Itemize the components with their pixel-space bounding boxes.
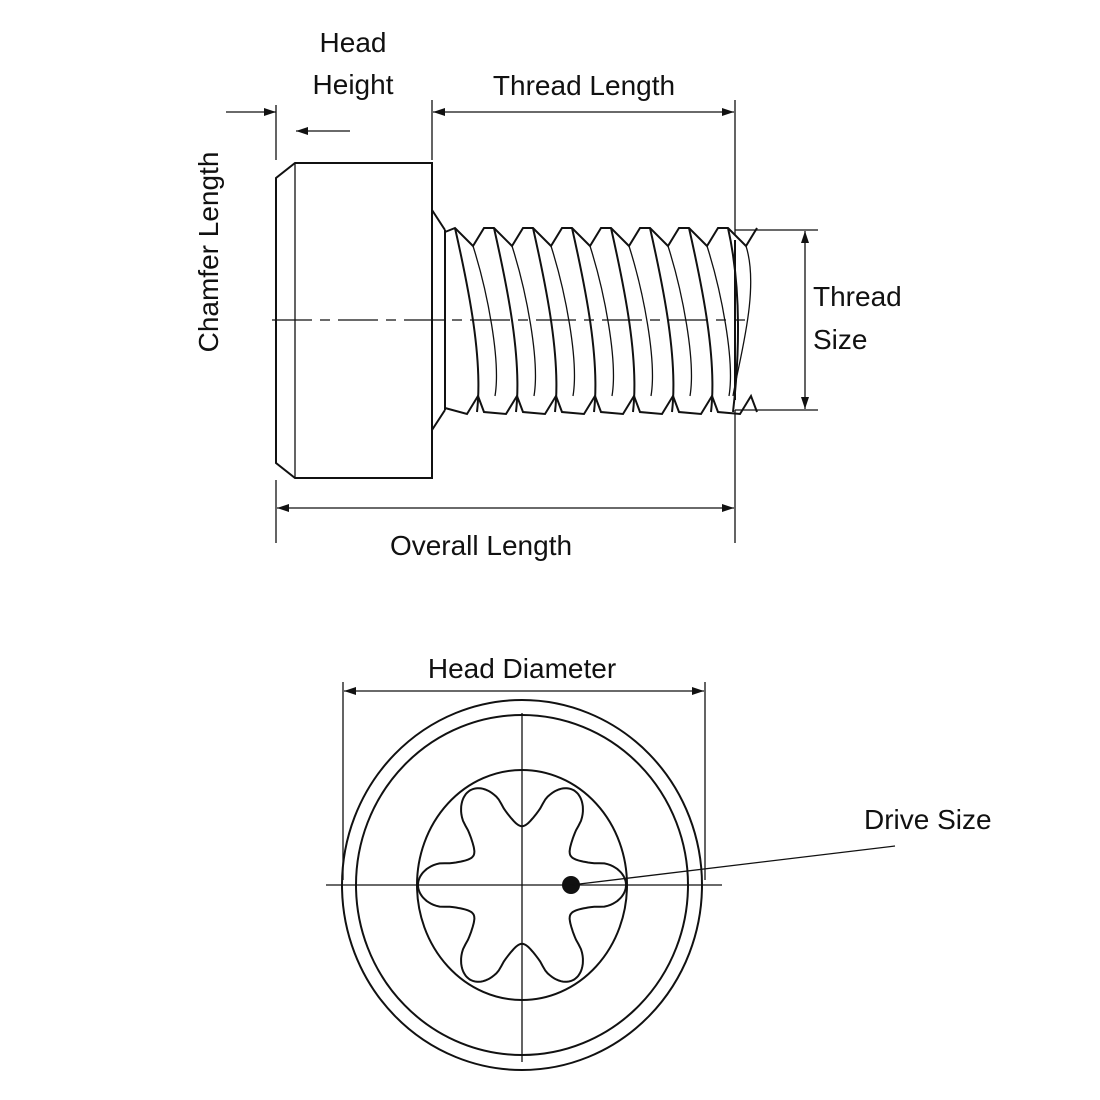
thread-flank [667,245,693,397]
thread-flank [688,227,714,413]
chamfer-length-label: Chamfer Length [193,152,224,353]
thread-flank [649,227,675,413]
thread-flank [706,245,732,397]
thread-flank [493,227,519,413]
head-diameter-label: Head Diameter [428,653,616,684]
thread-flank [610,227,636,413]
thread-edge [444,226,758,248]
drive-size-leader [570,845,896,886]
side-view: Head Height Thread Length Chamfer Length… [193,27,902,561]
end-view: Head Diameter Drive Size [326,653,992,1071]
thread-flank [511,245,537,397]
thread-body [444,226,758,416]
head-height-label: Height [313,69,394,100]
thread-flank [532,227,558,413]
thread-size-label: Thread [813,281,902,312]
overall-length-label: Overall Length [390,530,572,561]
screw-neck [431,209,446,431]
drive-size-label: Drive Size [864,804,992,835]
thread-flank [472,245,498,397]
thread-length-label: Thread Length [493,70,675,101]
thread-size-label: Size [813,324,867,355]
thread-flank [628,245,654,397]
head-height-label: Head [320,27,387,58]
thread-flank [550,245,576,397]
thread-flank [571,227,597,413]
thread-flank [589,245,615,397]
thread-flank [454,227,480,413]
